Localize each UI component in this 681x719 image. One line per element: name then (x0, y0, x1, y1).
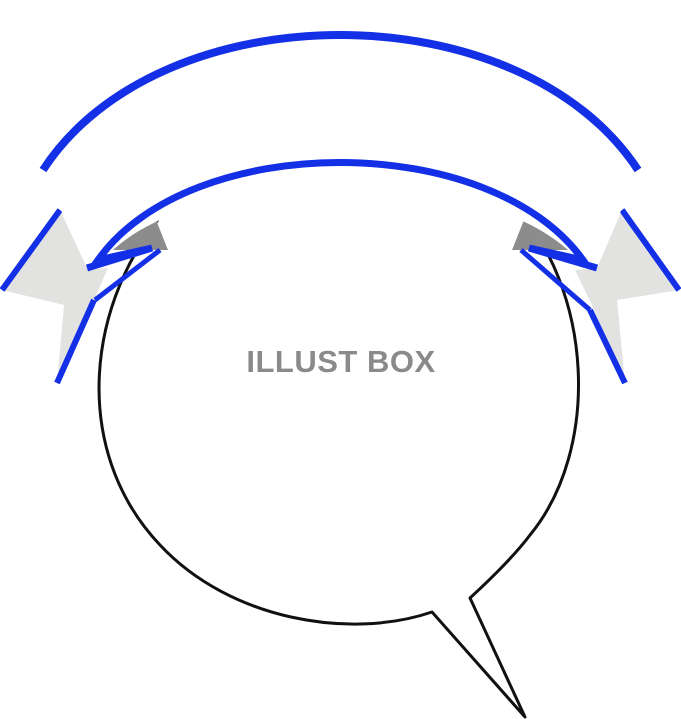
speech-bubble-icon (97, 135, 580, 719)
ribbon-banner-icon (0, 31, 681, 385)
ribbon-left-lower-edge (93, 248, 162, 302)
ribbon-right-end (575, 210, 679, 383)
ribbon-top-arc (39, 31, 642, 173)
ribbon-right-end-bottom-edge (587, 308, 628, 385)
ribbon-left-end-top-edge (0, 208, 63, 292)
ribbon-right-end-top-edge (619, 208, 681, 292)
ribbon-left-end-bottom-edge (54, 298, 97, 385)
ribbon-right-lower-edge (519, 248, 592, 312)
watermark-text: ILLUST BOX (246, 344, 435, 379)
ribbon-left-end (2, 210, 108, 383)
speech-bubble-outline (97, 135, 580, 719)
ribbon-main-band (43, 72, 638, 268)
ribbon-lower-arc (85, 159, 598, 272)
